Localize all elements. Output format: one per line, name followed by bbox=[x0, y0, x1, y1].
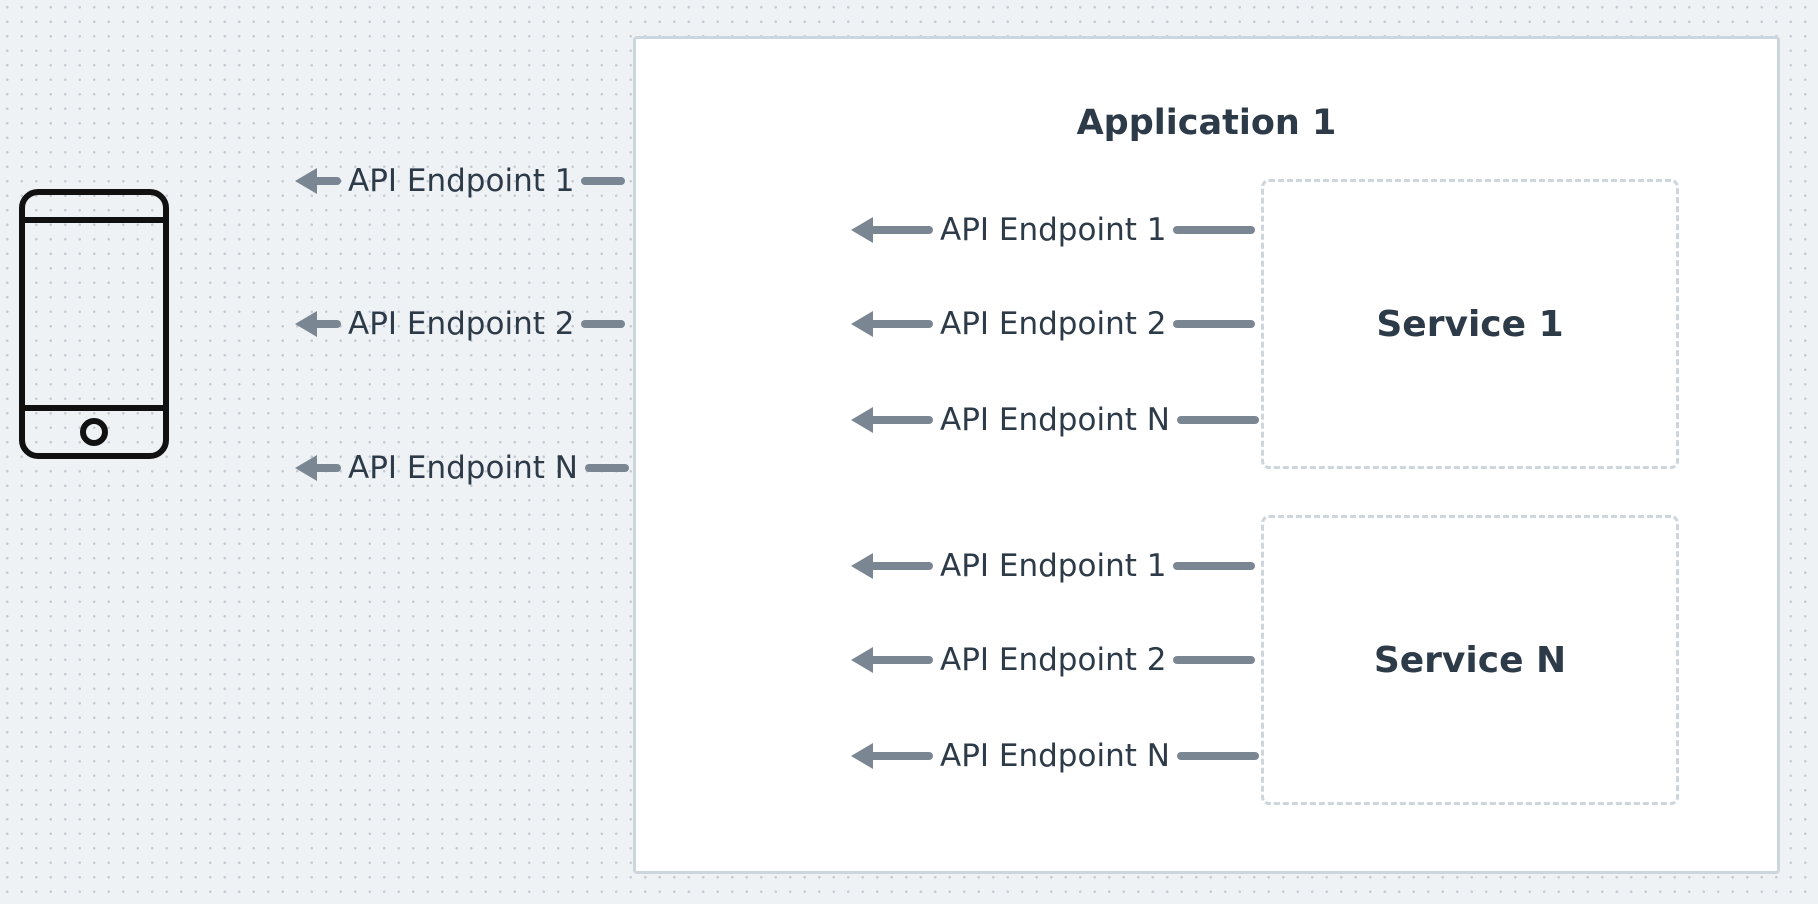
arrow-shaft bbox=[873, 320, 933, 328]
arrow-tail bbox=[1173, 562, 1256, 570]
service-endpoint-arrow: API Endpoint 2 bbox=[851, 640, 1256, 680]
service-endpoint-arrow: API Endpoint N bbox=[851, 400, 1259, 440]
arrow-head-icon bbox=[851, 311, 873, 337]
service-title: Service N bbox=[1373, 639, 1567, 681]
arrow-shaft bbox=[873, 656, 933, 664]
arrow-shaft bbox=[317, 320, 341, 328]
service-endpoint-arrow: API Endpoint 1 bbox=[851, 546, 1256, 586]
service-endpoint-arrow: API Endpoint 2 bbox=[851, 304, 1256, 344]
arrow-shaft bbox=[317, 177, 341, 185]
arrow-head-icon bbox=[295, 168, 317, 194]
mobile-phone-icon bbox=[19, 189, 169, 459]
endpoint-label: API Endpoint 2 bbox=[348, 306, 575, 342]
endpoint-label: API Endpoint N bbox=[940, 738, 1170, 774]
arrow-shaft bbox=[873, 562, 933, 570]
arrow-head-icon bbox=[295, 311, 317, 337]
arrow-tail bbox=[1176, 416, 1259, 424]
arrow-tail bbox=[584, 464, 629, 472]
service-endpoint-arrow: API Endpoint 1 bbox=[851, 210, 1256, 250]
endpoint-label: API Endpoint N bbox=[348, 450, 578, 486]
service-title: Service 1 bbox=[1376, 303, 1564, 345]
arrow-tail bbox=[581, 177, 626, 185]
arrow-head-icon bbox=[295, 455, 317, 481]
service-box: Service N bbox=[1261, 515, 1679, 805]
external-endpoint-arrow: API Endpoint 1 bbox=[295, 161, 626, 201]
arrow-tail bbox=[1173, 320, 1256, 328]
endpoint-label: API Endpoint N bbox=[940, 402, 1170, 438]
endpoint-label: API Endpoint 2 bbox=[940, 306, 1167, 342]
arrow-head-icon bbox=[851, 743, 873, 769]
arrow-head-icon bbox=[851, 217, 873, 243]
arrow-head-icon bbox=[851, 553, 873, 579]
service-box: Service 1 bbox=[1261, 179, 1679, 469]
arrow-head-icon bbox=[851, 647, 873, 673]
arrow-shaft bbox=[317, 464, 341, 472]
application-title: Application 1 bbox=[1076, 103, 1337, 143]
endpoint-label: API Endpoint 1 bbox=[940, 548, 1167, 584]
arrow-head-icon bbox=[851, 407, 873, 433]
arrow-shaft bbox=[873, 416, 933, 424]
arrow-tail bbox=[1173, 656, 1256, 664]
external-endpoint-arrow: API Endpoint 2 bbox=[295, 304, 626, 344]
endpoint-label: API Endpoint 1 bbox=[940, 212, 1167, 248]
arrow-shaft bbox=[873, 226, 933, 234]
external-endpoint-arrow: API Endpoint N bbox=[295, 448, 629, 488]
endpoint-label: API Endpoint 2 bbox=[940, 642, 1167, 678]
arrow-tail bbox=[581, 320, 626, 328]
endpoint-label: API Endpoint 1 bbox=[348, 163, 575, 199]
arrow-shaft bbox=[873, 752, 933, 760]
arrow-tail bbox=[1176, 752, 1259, 760]
service-endpoint-arrow: API Endpoint N bbox=[851, 736, 1259, 776]
arrow-tail bbox=[1173, 226, 1256, 234]
application-container: Application 1 bbox=[633, 36, 1780, 874]
